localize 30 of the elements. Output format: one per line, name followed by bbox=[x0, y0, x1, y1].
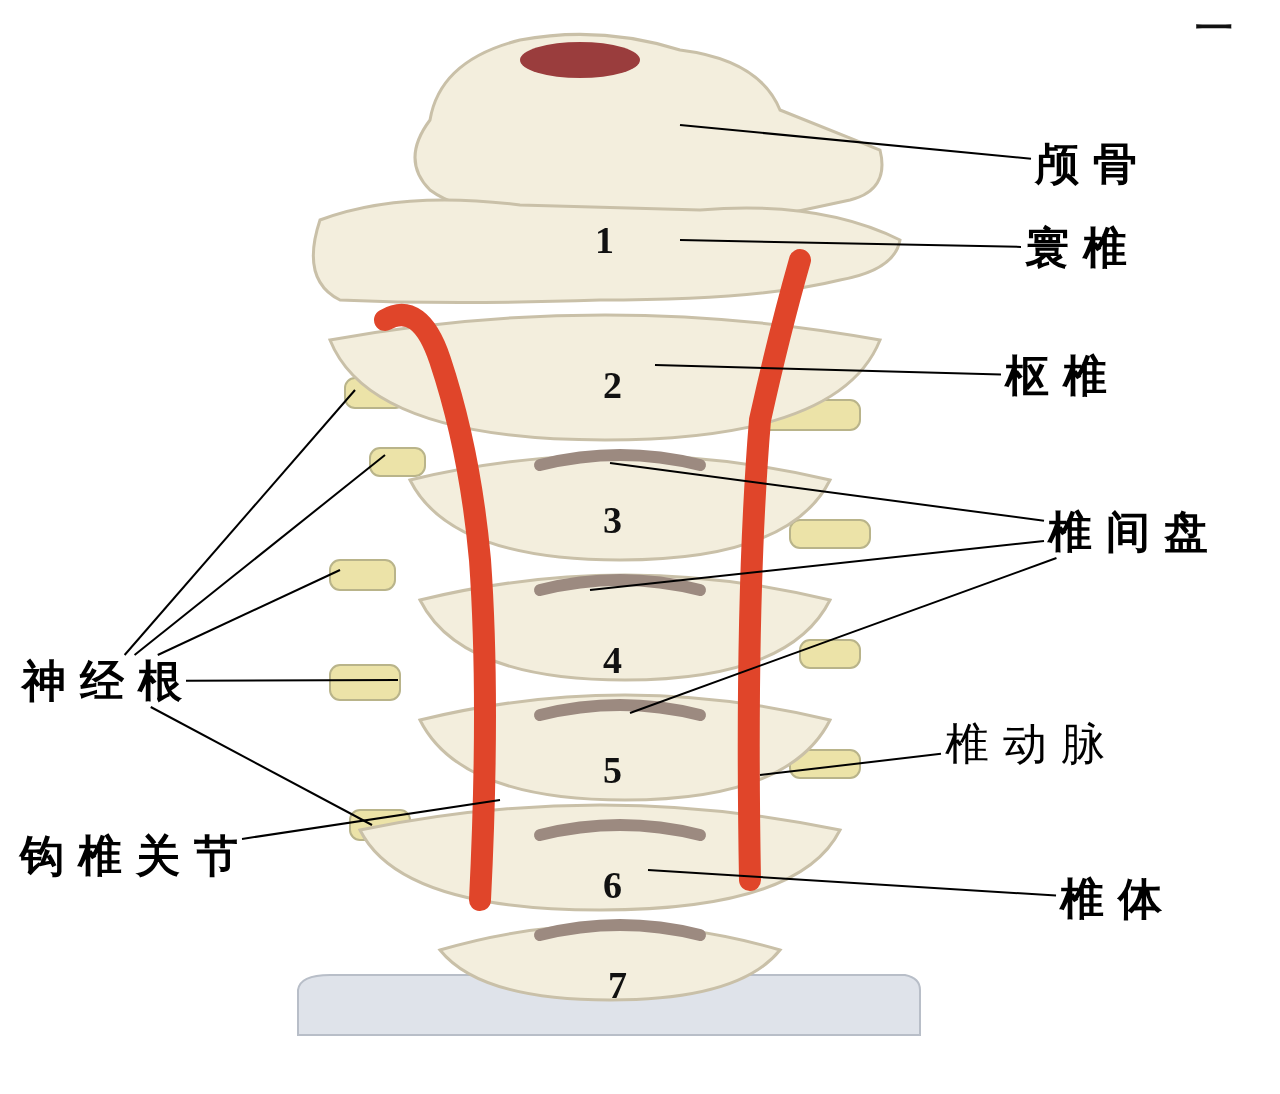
leader-line bbox=[609, 462, 1045, 522]
leader-line bbox=[149, 706, 373, 826]
leader-line bbox=[679, 124, 1032, 160]
leader-line bbox=[629, 557, 1058, 714]
corner-mark: 一 bbox=[1195, 8, 1233, 48]
leader-line bbox=[759, 752, 942, 776]
leader-line bbox=[133, 454, 386, 656]
leader-line bbox=[654, 364, 1002, 376]
callout-label: 枢椎 bbox=[1005, 350, 1121, 401]
callout-label: 椎体 bbox=[1060, 873, 1176, 924]
callout-label: 寰椎 bbox=[1025, 222, 1141, 273]
callout-label: 椎动脉 bbox=[945, 718, 1119, 769]
vertebra-number: 7 bbox=[608, 965, 627, 1005]
callout-label: 神经根 bbox=[22, 655, 196, 706]
leader-line bbox=[123, 389, 356, 656]
leader-line bbox=[679, 239, 1022, 248]
leader-line bbox=[589, 540, 1045, 591]
vertebra-number: 2 bbox=[603, 365, 622, 405]
callout-label: 椎间盘 bbox=[1048, 506, 1222, 557]
leader-line bbox=[156, 569, 341, 656]
callout-label: 钩椎关节 bbox=[20, 830, 252, 881]
leader-line bbox=[647, 869, 1057, 897]
vertebra-number: 6 bbox=[603, 865, 622, 905]
leader-line bbox=[241, 799, 501, 840]
vertebra-number: 1 bbox=[595, 220, 614, 260]
vertebra-number: 3 bbox=[603, 500, 622, 540]
vertebra-number: 4 bbox=[603, 640, 622, 680]
callout-label: 颅骨 bbox=[1035, 138, 1151, 189]
vertebra-number: 5 bbox=[603, 750, 622, 790]
leader-line bbox=[185, 679, 399, 682]
